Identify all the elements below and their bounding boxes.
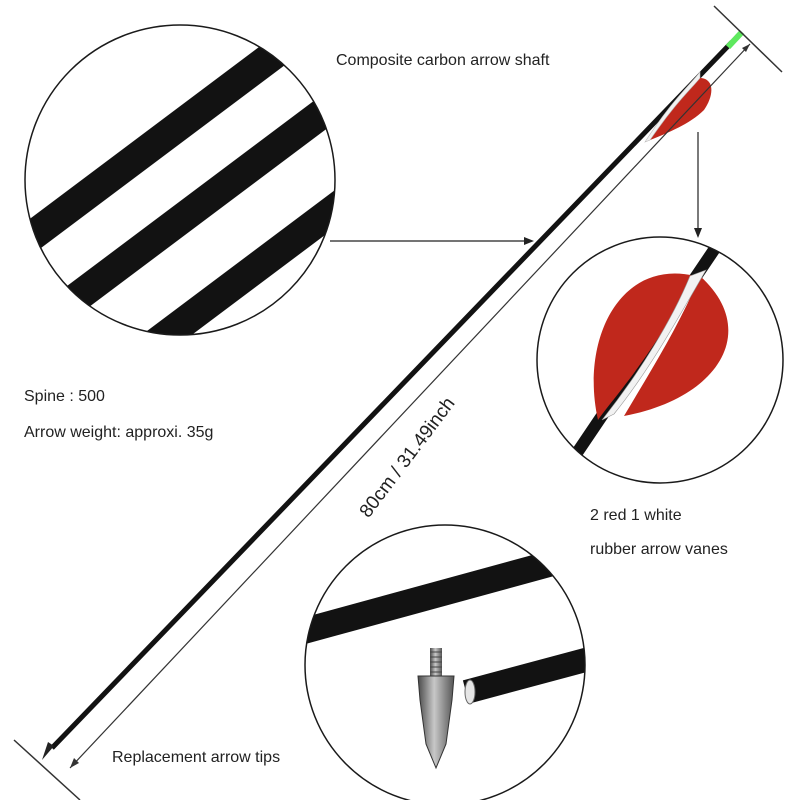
vanes-caption-line1: 2 red 1 white	[590, 507, 682, 524]
tip-closeup-shaft-lower	[462, 644, 585, 704]
main-arrow	[42, 29, 745, 760]
main-vane-red	[645, 77, 712, 142]
vane-closeup-red-right	[624, 276, 729, 416]
shaft-closeup-line-3	[71, 148, 335, 335]
tip-closeup-shaft-end	[464, 679, 476, 705]
tips-detail-border	[304, 524, 586, 800]
spine-spec: Spine : 500	[24, 388, 105, 405]
length-dimension	[13, 5, 783, 800]
vane-pointer-head	[694, 228, 702, 238]
arrow-shaft	[50, 40, 734, 750]
dimension-arrowhead-top	[742, 44, 750, 52]
main-vane-white	[644, 71, 701, 143]
tip-closeup-point	[417, 648, 455, 770]
dimension-line	[69, 43, 751, 769]
vanes-detail-circle	[536, 132, 784, 484]
tip-closeup-shaft-upper	[305, 537, 585, 645]
shaft-detail-border	[24, 24, 336, 336]
arrow-point	[42, 742, 54, 760]
dimension-arrowhead-bottom	[70, 758, 79, 768]
weight-spec: Arrow weight: approxi. 35g	[24, 424, 214, 441]
vane-closeup-white	[601, 269, 707, 421]
shaft-pointer-head	[524, 237, 534, 245]
arrow-nock	[725, 29, 745, 50]
vane-closeup-red-left	[593, 273, 695, 420]
tip-body	[417, 675, 455, 770]
vanes-caption-line2: rubber arrow vanes	[590, 541, 728, 558]
tips-detail-circle	[304, 524, 586, 800]
dimension-tick-bottom	[13, 739, 81, 800]
shaft-caption: Composite carbon arrow shaft	[336, 52, 550, 69]
tips-caption: Replacement arrow tips	[112, 749, 281, 766]
dimension-tick-top	[713, 5, 783, 73]
vanes-detail-border	[536, 236, 784, 484]
